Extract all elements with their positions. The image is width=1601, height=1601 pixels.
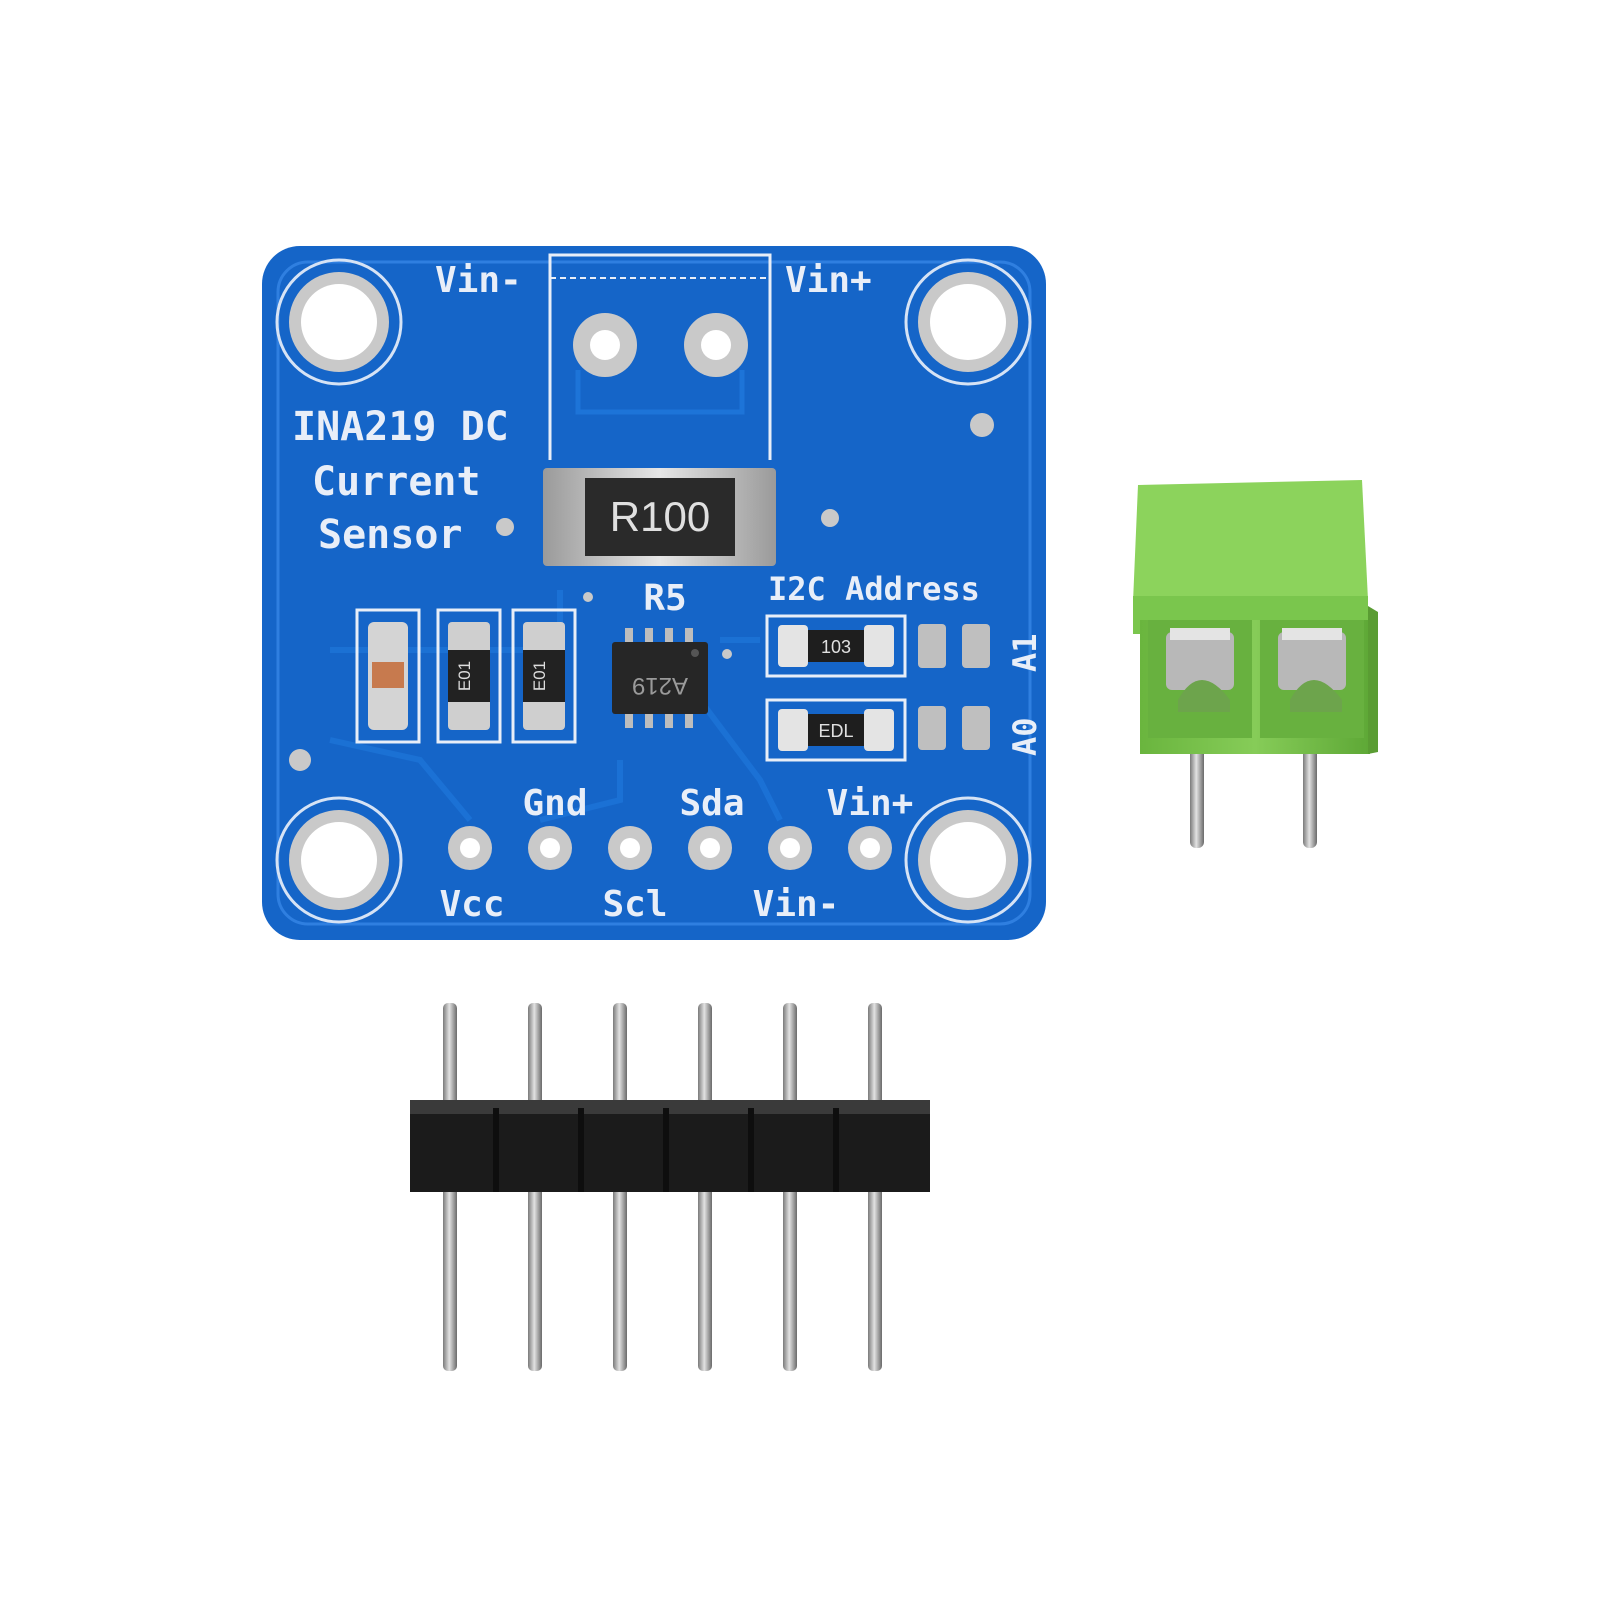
board-title-line-1: INA219 DC: [292, 404, 509, 450]
component-led: [355, 608, 421, 744]
jumper-pads-a0: [918, 706, 990, 750]
shunt-resistor: R100: [543, 468, 776, 566]
jumper-a1-label: A1: [1006, 633, 1044, 672]
pin-header: [410, 1003, 930, 1371]
board-title-line-2: Current: [312, 459, 481, 505]
pin-label-gnd: Gnd: [522, 783, 587, 824]
i2c-address-label: I2C Address: [768, 570, 980, 608]
ic-ref-label: R5: [643, 578, 686, 619]
via: [970, 413, 994, 437]
jumper-pads-a1: [918, 624, 990, 668]
mounting-hole-bottom-right: [904, 796, 1032, 924]
pin-label-vin-minus: Vin-: [753, 884, 840, 925]
via: [821, 509, 839, 527]
capacitor-1: E01: [436, 608, 502, 744]
mounting-hole-top-right: [904, 258, 1032, 386]
pin-label-scl: Scl: [602, 884, 667, 925]
terminal-pin-right: [1303, 740, 1317, 848]
top-right-vin-label: Vin+: [785, 260, 872, 301]
terminal-clamp-left: [1166, 628, 1234, 712]
pin-label-sda: Sda: [679, 783, 744, 824]
ina219-ic: R5 A219: [612, 578, 708, 728]
pin-label-vcc: Vcc: [439, 884, 504, 925]
address-resistor-a0: EDL: [765, 698, 907, 762]
screw-terminal-block: [1133, 480, 1378, 848]
terminal-footprint: [548, 253, 772, 460]
header-pads: [448, 826, 892, 870]
cap-marking: E01: [530, 661, 549, 691]
address-resistor-a0-marking: EDL: [818, 721, 853, 741]
via: [289, 749, 311, 771]
ic-marking: A219: [632, 672, 688, 699]
cap-marking: E01: [455, 661, 474, 691]
terminal-clamp-right: [1278, 628, 1346, 712]
address-resistor-a1: 103: [765, 614, 907, 678]
shunt-marking: R100: [610, 493, 710, 540]
pin-label-vin-plus: Vin+: [827, 783, 914, 824]
mounting-hole-top-left: [275, 258, 403, 386]
via: [496, 518, 514, 536]
pcb-outline: [276, 260, 1032, 926]
jumper-a0-label: A0: [1006, 717, 1044, 756]
ina219-board: Vin- Vin+ INA219 DC Current Sensor R100 …: [262, 246, 1046, 940]
terminal-pin-left: [1190, 740, 1204, 848]
via: [583, 592, 593, 602]
capacitor-2: E01: [511, 608, 577, 744]
pcb: [262, 246, 1046, 940]
mounting-hole-bottom-left: [275, 796, 403, 924]
top-left-vin-label: Vin-: [435, 260, 522, 301]
address-resistor-a1-marking: 103: [821, 637, 851, 657]
header-housing: [410, 1100, 930, 1192]
via: [722, 649, 732, 659]
board-title-line-3: Sensor: [318, 512, 463, 558]
